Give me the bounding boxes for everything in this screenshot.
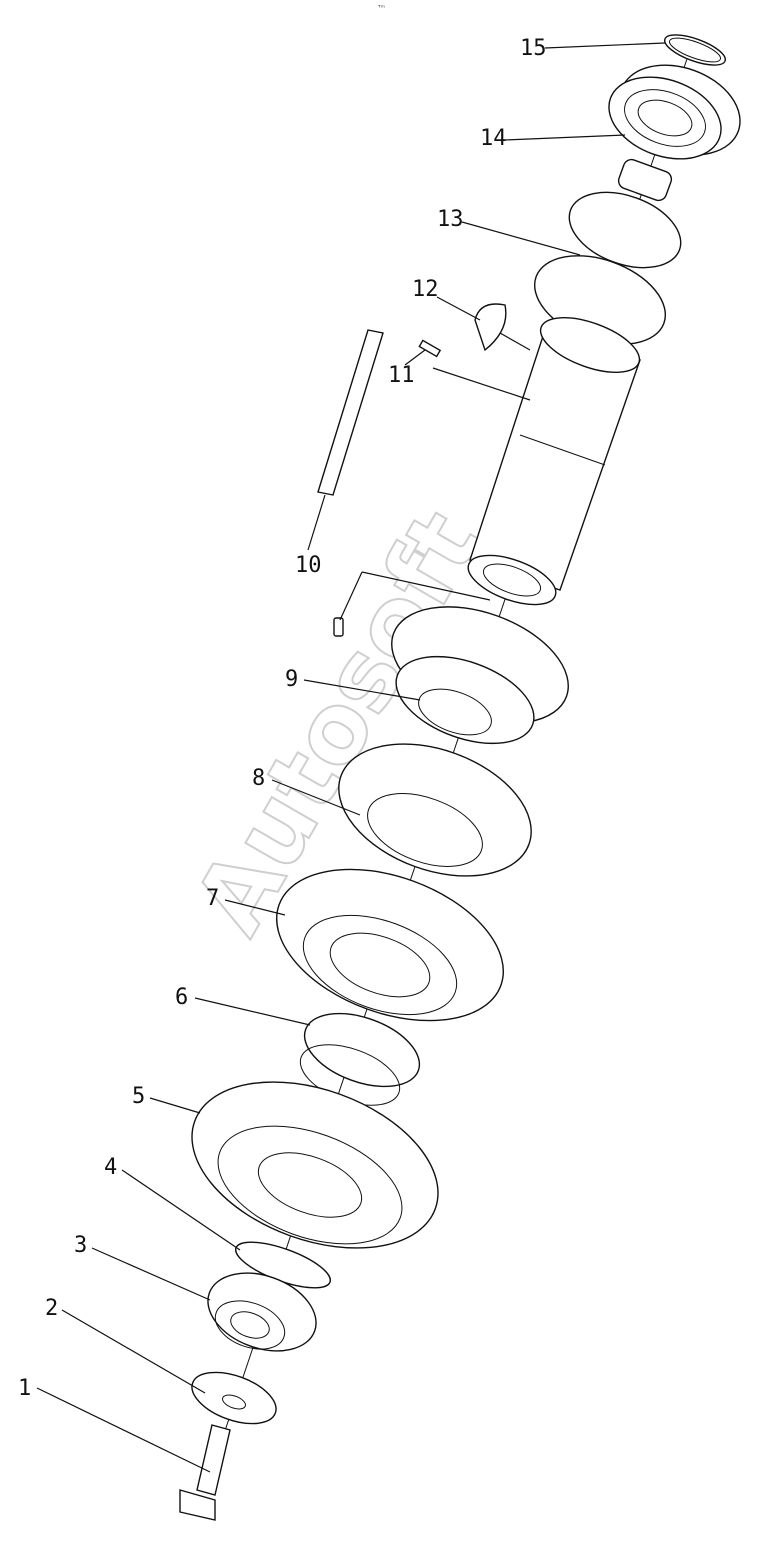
callout-9: 9 — [285, 667, 298, 692]
part-8-gear — [338, 743, 532, 877]
part-11-pin — [418, 339, 442, 358]
small-pin — [333, 617, 344, 637]
part-3-bearing — [207, 1272, 317, 1352]
leader-7 — [224, 899, 286, 916]
part-12-woodruff-key — [474, 303, 507, 352]
callout-11: 11 — [388, 363, 415, 388]
leader-1 — [36, 1387, 211, 1473]
callout-5: 5 — [132, 1084, 145, 1109]
callout-12: 12 — [412, 277, 439, 302]
callout-14: 14 — [480, 126, 507, 151]
part-1-bolt — [179, 1424, 231, 1521]
leader-2 — [61, 1309, 206, 1394]
leader-11b — [432, 367, 531, 401]
part-10-long-key — [317, 329, 384, 496]
leader-13 — [461, 221, 581, 256]
part-13-main-shaft — [467, 158, 682, 606]
leader-12 — [436, 296, 481, 321]
callout-2: 2 — [45, 1296, 58, 1321]
callout-6: 6 — [175, 985, 188, 1010]
leader-pin — [339, 571, 491, 621]
header-mark: ᵀᵐ — [377, 4, 385, 12]
callout-8: 8 — [252, 766, 265, 791]
leader-10 — [307, 494, 326, 551]
callout-15: 15 — [520, 36, 547, 61]
leader-11 — [404, 349, 426, 366]
callout-4: 4 — [104, 1155, 117, 1180]
leader-12b — [499, 332, 531, 351]
part-14-bearing — [608, 64, 741, 160]
leader-15 — [544, 42, 666, 49]
callout-3: 3 — [74, 1233, 87, 1258]
callout-1: 1 — [18, 1376, 31, 1401]
part-9-gear — [391, 606, 569, 745]
leader-5 — [149, 1097, 201, 1114]
part-5-large-gear — [191, 1081, 439, 1249]
leader-3 — [91, 1247, 211, 1301]
part-15-snap-ring — [663, 34, 727, 66]
callout-13: 13 — [437, 207, 464, 232]
leader-6 — [194, 997, 311, 1026]
leader-8 — [271, 779, 361, 816]
leader-9 — [303, 679, 421, 701]
part-7-gear — [276, 868, 504, 1022]
leader-4 — [121, 1169, 241, 1251]
part-2-washer — [191, 1371, 277, 1425]
callout-10: 10 — [295, 553, 322, 578]
part-6-bushing — [299, 1012, 421, 1106]
callout-7: 7 — [206, 886, 219, 911]
leader-14 — [504, 134, 626, 141]
